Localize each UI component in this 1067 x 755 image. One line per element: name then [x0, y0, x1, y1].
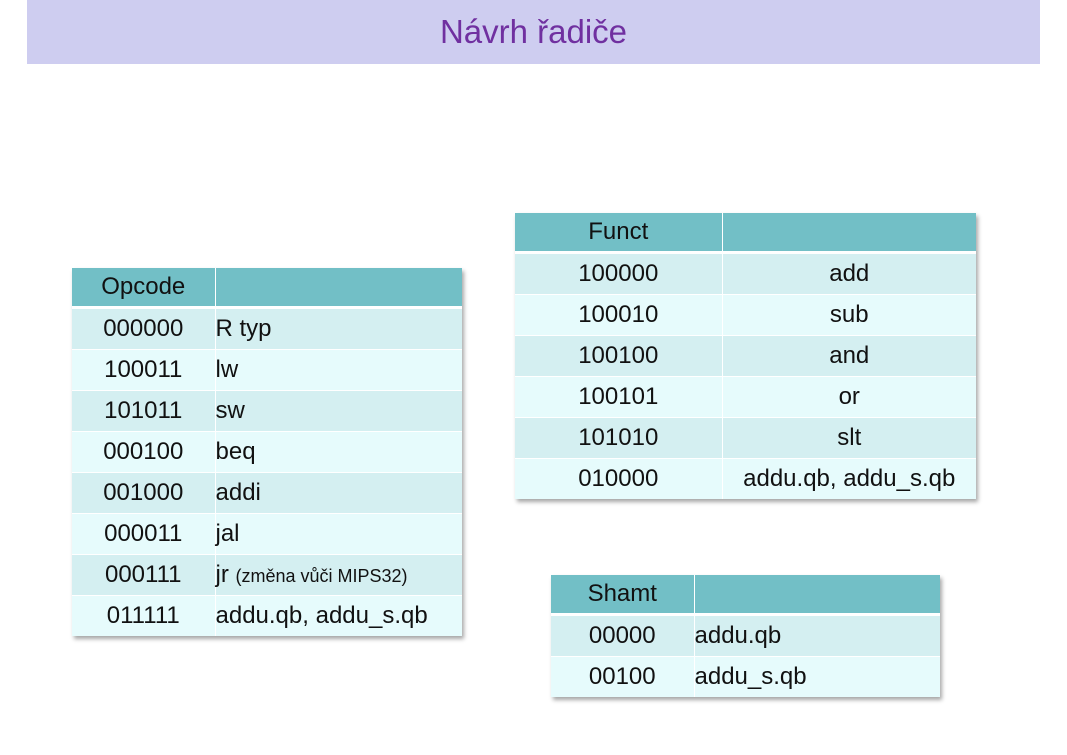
- funct-code-cell: 101010: [515, 417, 722, 459]
- table-row: 100010 sub: [515, 294, 976, 336]
- instruction-cell: addu.qb, addu_s.qb: [214, 595, 462, 636]
- shamt-code-cell: 00000: [551, 614, 694, 657]
- shamt-header: Shamt: [551, 575, 694, 616]
- funct-code-cell: 100101: [515, 376, 722, 418]
- instruction-cell: jr (změna vůči MIPS32): [214, 554, 462, 596]
- instruction-cell: addu_s.qb: [693, 656, 940, 697]
- instruction-cell: addi: [214, 472, 462, 514]
- opcode-cell: 100011: [72, 349, 215, 391]
- table-row: 101011 sw: [72, 390, 462, 432]
- instruction-cell: sw: [214, 390, 462, 432]
- instruction-cell: R typ: [214, 307, 462, 350]
- instruction-cell: sub: [721, 294, 976, 336]
- opcode-cell: 000100: [72, 431, 215, 473]
- table-row: 011111 addu.qb, addu_s.qb: [72, 595, 462, 636]
- funct-header-empty: [721, 213, 976, 254]
- instruction-note: (změna vůči MIPS32): [235, 566, 408, 586]
- table-row: 100100 and: [515, 335, 976, 377]
- slide-title: Návrh řadiče: [439, 13, 628, 50]
- funct-code-cell: 010000: [515, 458, 722, 499]
- opcode-cell: 011111: [72, 595, 215, 636]
- shamt-header-empty: [693, 575, 940, 616]
- opcode-cell: 000011: [72, 513, 215, 555]
- table-row: 100011 lw: [72, 349, 462, 391]
- instruction-cell: addu.qb: [693, 614, 940, 657]
- shamt-code-cell: 00100: [551, 656, 694, 697]
- table-row: 010000 addu.qb, addu_s.qb: [515, 458, 976, 499]
- table-header-row: Opcode: [72, 268, 462, 309]
- instruction-cell: jal: [214, 513, 462, 555]
- funct-code-cell: 100000: [515, 252, 722, 295]
- table-header-row: Funct: [515, 213, 976, 254]
- instruction-cell: lw: [214, 349, 462, 391]
- instruction-name: jr: [215, 561, 229, 588]
- table-row: 100000 add: [515, 252, 976, 295]
- opcode-header-empty: [214, 268, 462, 309]
- instruction-cell: and: [721, 335, 976, 377]
- shamt-table: Shamt 00000 addu.qb 00100 addu_s.qb: [551, 575, 940, 697]
- table-row: 000111 jr (změna vůči MIPS32): [72, 554, 462, 596]
- table-row: 000011 jal: [72, 513, 462, 555]
- table-row: 00100 addu_s.qb: [551, 656, 940, 697]
- funct-table: Funct 100000 add 100010 sub 100100 and 1…: [515, 213, 976, 499]
- funct-header: Funct: [515, 213, 722, 254]
- opcode-table: Opcode 000000 R typ 100011 lw 101011 sw …: [72, 268, 462, 636]
- instruction-cell: slt: [721, 417, 976, 459]
- instruction-cell: or: [721, 376, 976, 418]
- instruction-cell: addu.qb, addu_s.qb: [721, 458, 976, 499]
- opcode-cell: 101011: [72, 390, 215, 432]
- table-row: 100101 or: [515, 376, 976, 418]
- instruction-cell: beq: [214, 431, 462, 473]
- opcode-cell: 001000: [72, 472, 215, 514]
- funct-code-cell: 100100: [515, 335, 722, 377]
- table-row: 101010 slt: [515, 417, 976, 459]
- table-row: 001000 addi: [72, 472, 462, 514]
- table-header-row: Shamt: [551, 575, 940, 616]
- funct-code-cell: 100010: [515, 294, 722, 336]
- table-row: 000100 beq: [72, 431, 462, 473]
- opcode-cell: 000000: [72, 307, 215, 350]
- table-row: 00000 addu.qb: [551, 614, 940, 657]
- opcode-cell: 000111: [72, 554, 215, 596]
- table-row: 000000 R typ: [72, 307, 462, 350]
- title-bar: Návrh řadiče: [27, 0, 1040, 64]
- instruction-cell: add: [721, 252, 976, 295]
- opcode-header: Opcode: [72, 268, 215, 309]
